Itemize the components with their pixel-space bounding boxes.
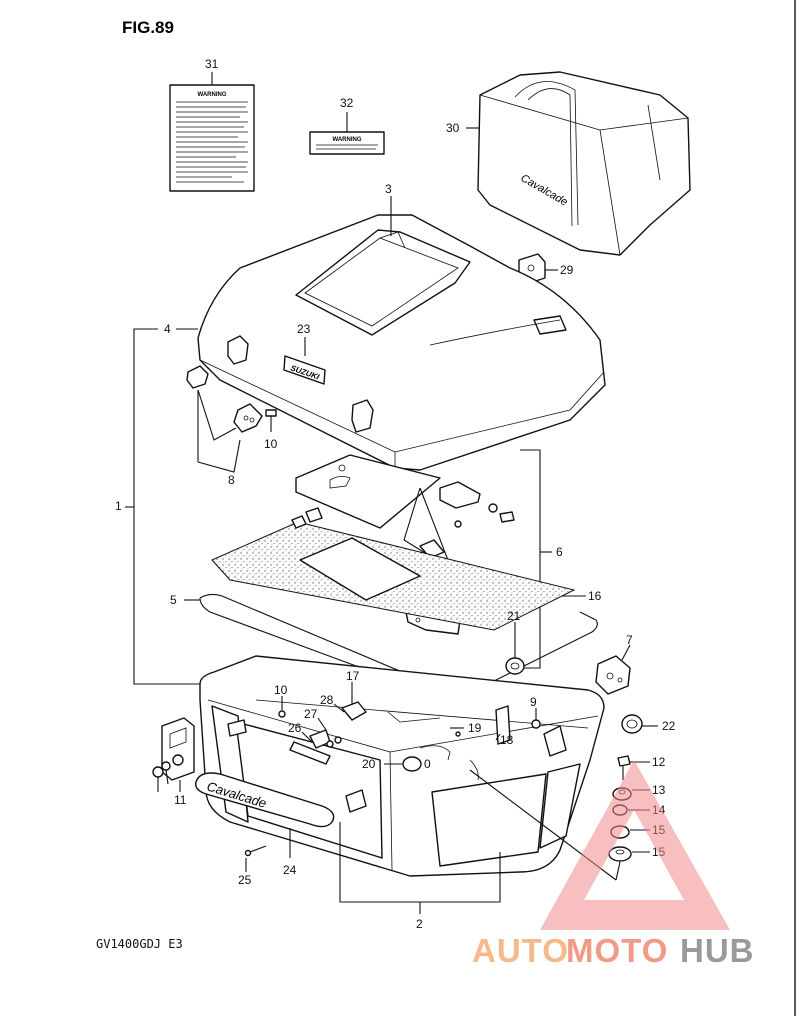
callout-32: 32 bbox=[340, 96, 354, 110]
inner-bag-30: Cavalcade bbox=[477, 71, 691, 256]
callout-20: 20 bbox=[362, 757, 376, 771]
plug-22 bbox=[621, 714, 643, 734]
warning-label-32: WARNING bbox=[309, 131, 385, 155]
lower-case-2 bbox=[199, 655, 605, 877]
callout-17: 17 bbox=[346, 669, 360, 683]
screw-10-upper bbox=[265, 409, 277, 432]
warning-label-31: WARNING bbox=[169, 84, 255, 192]
callout-10-lower: 10 bbox=[274, 683, 288, 697]
figure-title: FIG.89 bbox=[122, 18, 174, 37]
lock-11 bbox=[161, 717, 195, 781]
watermark-triangle-icon bbox=[540, 760, 730, 930]
lid-inner-panel bbox=[295, 454, 441, 529]
callout-1: 1 bbox=[115, 499, 122, 513]
callout-27: 27 bbox=[304, 707, 318, 721]
callout-4: 4 bbox=[164, 322, 171, 336]
callout-26: 26 bbox=[288, 721, 302, 735]
callout-10-upper: 10 bbox=[264, 437, 278, 451]
hinge-plate-8 bbox=[186, 365, 263, 433]
warning-label-31-title: WARNING bbox=[198, 92, 227, 98]
callout-25: 25 bbox=[238, 873, 252, 887]
callout-11: 11 bbox=[174, 793, 187, 807]
callout-23: 23 bbox=[297, 322, 311, 336]
watermark-text-moto: MOTO bbox=[566, 932, 668, 969]
callout-5: 5 bbox=[170, 593, 177, 607]
callout-18: 18 bbox=[500, 733, 514, 747]
watermark: AUTO MOTO HUB bbox=[472, 760, 755, 969]
zero-label: 0 bbox=[424, 757, 431, 771]
callout-29: 29 bbox=[560, 263, 574, 277]
callout-24: 24 bbox=[283, 863, 297, 877]
grommet-21 bbox=[505, 657, 525, 675]
latch-7 bbox=[595, 655, 631, 695]
key-icon bbox=[152, 761, 171, 792]
model-code: GV1400GDJ E3 bbox=[96, 937, 183, 951]
screw-25 bbox=[244, 845, 267, 857]
callout-28: 28 bbox=[320, 693, 334, 707]
callout-12: 12 bbox=[652, 755, 666, 769]
case-interior-parts bbox=[278, 701, 567, 781]
lid-assembly-3 bbox=[197, 214, 606, 471]
callout-19: 19 bbox=[468, 721, 482, 735]
callout-2: 2 bbox=[416, 917, 423, 931]
callout-30: 30 bbox=[446, 121, 460, 135]
callout-22: 22 bbox=[662, 719, 676, 733]
callout-21: 21 bbox=[507, 609, 521, 623]
watermark-text-auto: AUTO bbox=[472, 932, 569, 969]
callout-13: 13 bbox=[652, 783, 666, 797]
callout-31: 31 bbox=[205, 57, 219, 71]
pad-clips bbox=[291, 507, 323, 529]
callout-6: 6 bbox=[556, 545, 563, 559]
callout-8: 8 bbox=[228, 473, 235, 487]
warning-label-32-title: WARNING bbox=[333, 137, 362, 143]
callout-9: 9 bbox=[530, 695, 537, 709]
watermark-text-hub: HUB bbox=[680, 932, 755, 969]
callout-3: 3 bbox=[385, 182, 392, 196]
callout-7: 7 bbox=[626, 633, 633, 647]
foam-pad-16 bbox=[211, 521, 576, 631]
callout-16: 16 bbox=[588, 589, 602, 603]
